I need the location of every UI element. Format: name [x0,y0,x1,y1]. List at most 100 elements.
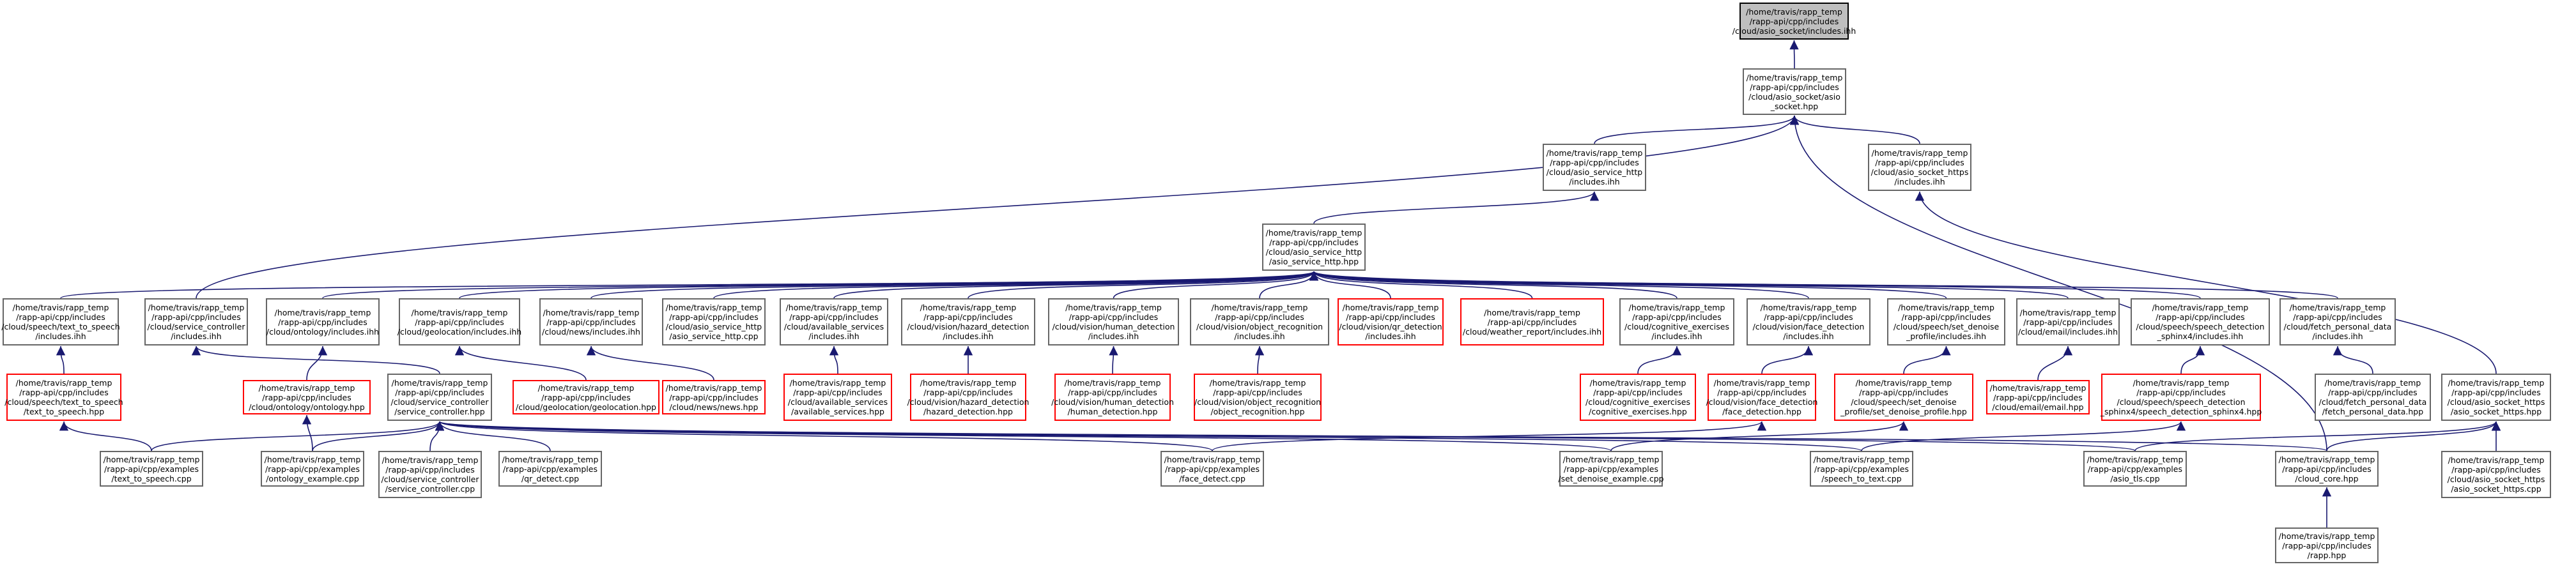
node-label: /home/travis/rapp_temp /rapp-api/cpp/inc… [542,307,640,337]
node-set-denoise-example[interactable]: /home/travis/rapp_temp /rapp-api/cpp/exa… [1558,451,1664,487]
node-label: /home/travis/rapp_temp /rapp-api/cpp/inc… [665,303,762,341]
edge-asio_service_http-to-asio_service_http_inc [1313,191,1599,224]
node-label: /home/travis/rapp_temp /rapp-api/cpp/inc… [2318,378,2427,416]
edge-asio_service_http_cpp-to-asio_service_http [713,271,1318,299]
node-service-controller-hpp[interactable]: /home/travis/rapp_temp /rapp-api/cpp/inc… [387,374,492,421]
node-label: /home/travis/rapp_temp /rapp-api/cpp/inc… [1462,307,1602,337]
node-set-denoise-profile-hpp[interactable]: /home/travis/rapp_temp /rapp-api/cpp/inc… [1834,374,1973,421]
edge-asio_socket_https_inc-to-asio_socket [1789,115,1920,144]
edge-weather_inc-to-asio_service_http [1309,271,1533,299]
node-label: /home/travis/rapp_temp /rapp-api/cpp/inc… [266,307,380,337]
node-qr-detect-example[interactable]: /home/travis/rapp_temp /rapp-api/cpp/exa… [498,451,602,487]
node-face-detection-hpp[interactable]: /home/travis/rapp_temp /rapp-api/cpp/inc… [1706,374,1817,421]
node-news-hpp[interactable]: /home/travis/rapp_temp /rapp-api/cpp/inc… [662,380,766,414]
node-label: /home/travis/rapp_temp /rapp-api/cpp/inc… [1546,148,1643,186]
edge-available_services_hpp-to-available_services_inc [829,345,839,374]
node-label: /home/travis/rapp_temp /rapp-api/cpp/inc… [1706,378,1818,416]
node-geolocation-includes[interactable]: /home/travis/rapp_temp /rapp-api/cpp/inc… [397,298,521,345]
node-face-detection-includes[interactable]: /home/travis/rapp_temp /rapp-api/cpp/inc… [1747,298,1870,345]
edge-cognitive_inc-to-asio_service_http [1309,271,1677,299]
node-speech-detection-sphinx4-includes[interactable]: /home/travis/rapp_temp /rapp-api/cpp/inc… [2131,298,2270,345]
node-asio-socket-https-includes[interactable]: /home/travis/rapp_temp /rapp-api/cpp/inc… [1868,144,1971,191]
node-label: /home/travis/rapp_temp /rapp-api/cpp/inc… [2447,378,2545,416]
node-text-to-speech-hpp[interactable]: /home/travis/rapp_temp /rapp-api/cpp/inc… [4,374,123,421]
node-human-detection-hpp[interactable]: /home/travis/rapp_temp /rapp-api/cpp/inc… [1051,374,1174,421]
edge-tts_example-to-tts_hpp [59,421,152,451]
node-available-services-includes[interactable]: /home/travis/rapp_temp /rapp-api/cpp/inc… [780,298,888,345]
node-label: /home/travis/rapp_temp /rapp-api/cpp/inc… [2447,455,2545,494]
edge-cloud_core-to-service_controller_hpp [436,421,2327,451]
node-label: /home/travis/rapp_temp /rapp-api/cpp/inc… [1196,303,1323,341]
node-set-denoise-profile-includes[interactable]: /home/travis/rapp_temp /rapp-api/cpp/inc… [1887,298,2005,345]
edge-email_inc-to-asio_service_http [1309,271,2069,299]
node-hazard-detection-hpp[interactable]: /home/travis/rapp_temp /rapp-api/cpp/inc… [907,374,1029,421]
node-ontology-includes[interactable]: /home/travis/rapp_temp /rapp-api/cpp/inc… [266,298,380,345]
node-fetch-personal-data-hpp[interactable]: /home/travis/rapp_temp /rapp-api/cpp/inc… [2315,374,2431,421]
node-object-recognition-includes[interactable]: /home/travis/rapp_temp /rapp-api/cpp/inc… [1190,298,1329,345]
node-asio-service-http-includes[interactable]: /home/travis/rapp_temp /rapp-api/cpp/inc… [1543,144,1646,191]
node-available-services-hpp[interactable]: /home/travis/rapp_temp /rapp-api/cpp/inc… [783,374,892,421]
node-label: /home/travis/rapp_temp /rapp-api/cpp/inc… [1746,72,1843,111]
node-label: /home/travis/rapp_temp /rapp-api/cpp/inc… [787,378,888,416]
node-hazard-detection-includes[interactable]: /home/travis/rapp_temp /rapp-api/cpp/inc… [901,298,1035,345]
edge-face_example-to-service_controller_hpp [435,421,1213,451]
edge-asio_tls_example-to-asio_socket_https_hpp [2134,421,2501,451]
edge-object_inc-to-asio_service_http [1259,271,1319,299]
node-label: /home/travis/rapp_temp /rapp-api/cpp/inc… [1624,303,1729,341]
node-label: /home/travis/rapp_temp /rapp-api/cpp/inc… [1840,378,1967,416]
node-object-recognition-hpp[interactable]: /home/travis/rapp_temp /rapp-api/cpp/inc… [1194,374,1322,421]
node-speech-detection-sphinx4-hpp[interactable]: /home/travis/rapp_temp /rapp-api/cpp/inc… [2101,374,2262,421]
node-ontology-example[interactable]: /home/travis/rapp_temp /rapp-api/cpp/exa… [261,451,364,487]
node-cloud-core-hpp[interactable]: /home/travis/rapp_temp /rapp-api/cpp/inc… [2275,451,2379,487]
node-asio-socket-https-hpp[interactable]: /home/travis/rapp_temp /rapp-api/cpp/inc… [2441,374,2551,421]
node-news-includes[interactable]: /home/travis/rapp_temp /rapp-api/cpp/inc… [539,298,643,345]
node-label: /home/travis/rapp_temp /rapp-api/cpp/inc… [1052,303,1175,341]
edge-qr_inc-to-asio_service_http [1309,271,1391,299]
node-label: /home/travis/rapp_temp /rapp-api/cpp/inc… [2017,307,2118,337]
node-ontology-hpp[interactable]: /home/travis/rapp_temp /rapp-api/cpp/inc… [243,380,371,414]
node-email-hpp[interactable]: /home/travis/rapp_temp /rapp-api/cpp/inc… [1986,380,2090,414]
node-label: /home/travis/rapp_temp /rapp-api/cpp/inc… [2278,454,2375,483]
node-label: /home/travis/rapp_temp /rapp-api/cpp/inc… [665,383,762,412]
edge-sphinx4_inc-to-asio_service_http [1309,271,2201,299]
edge-tts_hpp-to-tts_inc [56,345,66,374]
edge-service_controller_inc-to-asio_socket [196,115,1799,299]
node-asio-service-http-cpp[interactable]: /home/travis/rapp_temp /rapp-api/cpp/inc… [662,298,766,345]
edge-cloud_core-to-asio_socket_https_hpp [2326,421,2501,451]
node-label: /home/travis/rapp_temp /rapp-api/cpp/inc… [1265,228,1362,266]
node-label: /home/travis/rapp_temp /rapp-api/cpp/inc… [1585,378,1690,416]
node-label: /home/travis/rapp_temp /rapp-api/cpp/inc… [907,303,1030,341]
edge-set_denoise_example-to-set_denoise_hpp [1610,421,1908,451]
node-cognitive-exercises-includes[interactable]: /home/travis/rapp_temp /rapp-api/cpp/inc… [1619,298,1734,345]
node-qr-detection-includes[interactable]: /home/travis/rapp_temp /rapp-api/cpp/inc… [1338,298,1444,345]
node-face-detect-example[interactable]: /home/travis/rapp_temp /rapp-api/cpp/exa… [1161,451,1264,487]
node-label: /home/travis/rapp_temp /rapp-api/cpp/exa… [264,454,361,483]
node-rapp-hpp[interactable]: /home/travis/rapp_temp /rapp-api/cpp/inc… [2275,527,2379,563]
node-label: /home/travis/rapp_temp /rapp-api/cpp/inc… [2136,303,2265,341]
node-service-controller-includes[interactable]: /home/travis/rapp_temp /rapp-api/cpp/inc… [144,298,248,345]
node-text-to-speech-example[interactable]: /home/travis/rapp_temp /rapp-api/cpp/exa… [100,451,203,487]
node-label: /home/travis/rapp_temp /rapp-api/cpp/inc… [1,303,120,341]
node-fetch-personal-data-includes[interactable]: /home/travis/rapp_temp /rapp-api/cpp/inc… [2279,298,2396,345]
edge-set_denoise_inc-to-asio_service_http [1309,271,1947,299]
node-label: /home/travis/rapp_temp /rapp-api/cpp/inc… [1194,378,1322,416]
node-asio-service-http-hpp[interactable]: /home/travis/rapp_temp /rapp-api/cpp/inc… [1262,224,1366,271]
node-text-to-speech-includes[interactable]: /home/travis/rapp_temp /rapp-api/cpp/inc… [1,298,120,345]
edge-face_example-to-face_hpp [1212,421,1766,451]
node-asio-tls-example[interactable]: /home/travis/rapp_temp /rapp-api/cpp/exa… [2083,451,2187,487]
edge-news_hpp-to-news_inc [586,345,714,381]
node-root-asio-socket-includes[interactable]: /home/travis/rapp_temp /rapp-api/cpp/inc… [1732,3,1856,40]
node-weather-report-includes[interactable]: /home/travis/rapp_temp /rapp-api/cpp/inc… [1460,298,1604,345]
node-asio-socket-https-cpp[interactable]: /home/travis/rapp_temp /rapp-api/cpp/inc… [2441,451,2551,498]
edge-cognitive_hpp-to-cognitive_inc [1637,345,1682,374]
node-cognitive-exercises-hpp[interactable]: /home/travis/rapp_temp /rapp-api/cpp/inc… [1580,374,1696,421]
node-human-detection-includes[interactable]: /home/travis/rapp_temp /rapp-api/cpp/inc… [1048,298,1179,345]
node-speech-to-text-example[interactable]: /home/travis/rapp_temp /rapp-api/cpp/exa… [1810,451,1913,487]
node-label: /home/travis/rapp_temp /rapp-api/cpp/inc… [147,303,245,341]
node-asio-socket-hpp[interactable]: /home/travis/rapp_temp /rapp-api/cpp/inc… [1743,68,1846,115]
node-service-controller-cpp[interactable]: /home/travis/rapp_temp /rapp-api/cpp/inc… [378,451,482,498]
edge-tts_example-to-service_controller_hpp [151,421,444,451]
node-geolocation-hpp[interactable]: /home/travis/rapp_temp /rapp-api/cpp/inc… [513,380,659,414]
node-email-includes[interactable]: /home/travis/rapp_temp /rapp-api/cpp/inc… [2016,298,2120,345]
edge-asio_socket_https_hpp-to-asio_socket_https_inc [1915,191,2497,374]
